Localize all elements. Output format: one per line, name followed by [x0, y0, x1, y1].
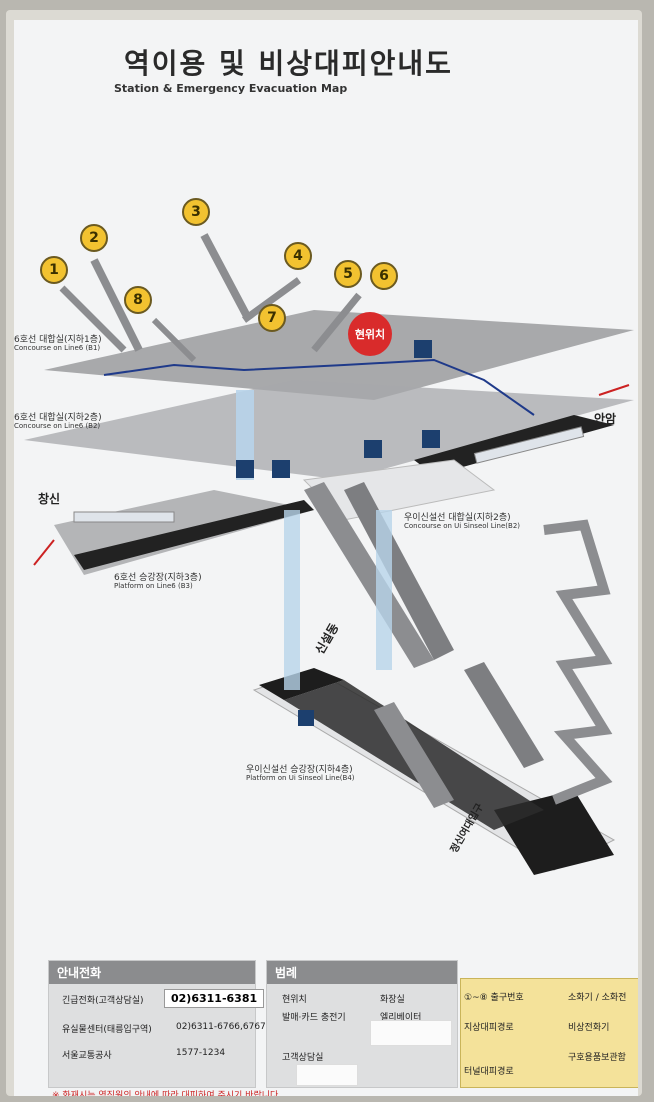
- exit-number-2: 2: [80, 224, 108, 252]
- map-title: 역이용 및 비상대피안내도: [124, 47, 453, 80]
- contact-header: 안내전화: [49, 961, 255, 984]
- direction-changsin: 창신: [38, 492, 61, 506]
- elevator-box-6: [298, 710, 314, 726]
- exit-arrow-left: [33, 539, 55, 566]
- contact-value-1: 02)6311-6381: [164, 989, 265, 1008]
- exit-number-8: 8: [124, 286, 152, 314]
- train-line6: [73, 511, 175, 523]
- exit-8-stair: [151, 317, 197, 363]
- station-diagram: [24, 233, 634, 875]
- exit-1-stair: [59, 285, 127, 353]
- legend-yellow-l1: ①~⑧ 출구번호: [464, 993, 524, 1003]
- exit-number-4: 4: [284, 242, 312, 270]
- label-b3: 6호선 승강장(지하3층): [114, 573, 202, 583]
- escalator-3: [374, 702, 454, 808]
- elevator-box-3: [364, 440, 382, 458]
- elevator-box-1: [236, 460, 254, 478]
- contact-label-2: 유실물센터(태릉입구역): [62, 1025, 152, 1035]
- b3-track: [74, 500, 314, 570]
- legend-yellow-l3: 터널대피경로: [464, 1067, 514, 1077]
- evacuation-map-board: 역이용 및 비상대피안내도 Station & Emergency Evacua…: [14, 20, 638, 1096]
- escalator-2: [344, 482, 454, 660]
- contact-label-3: 서울교통공사: [62, 1051, 112, 1061]
- label-ui-b4: 우이신설선 승강장(지하4층): [246, 765, 353, 775]
- contact-label-1: 긴급전화(고객상담실): [62, 996, 144, 1006]
- legend-blank-2: [370, 1020, 452, 1046]
- label-b1: 6호선 대합실(지하1층): [14, 335, 102, 345]
- legend-yellow-r2: 비상전화기: [568, 1023, 610, 1033]
- b1-floor: [44, 310, 634, 400]
- shaft-2: [376, 510, 392, 670]
- elevator-box-5: [422, 430, 440, 448]
- label-b2-en: Concourse on Line6 (B2): [14, 422, 101, 430]
- legend-header: 범례: [267, 961, 457, 984]
- train-right: [473, 426, 585, 464]
- legend-item-elevator: 엘리베이터: [380, 1013, 422, 1023]
- label-ui-b2-en: Concourse on Ui Sinseol Line(B2): [404, 522, 521, 530]
- exit-number-6: 6: [370, 262, 398, 290]
- exit-number-1: 1: [40, 256, 68, 284]
- escalator-1: [304, 482, 434, 668]
- legend-item-here: 현위치: [282, 995, 307, 1005]
- elevator-shaft: [236, 390, 254, 480]
- label-b1-en: Concourse on Line6 (B1): [14, 344, 101, 352]
- shaft-1: [284, 510, 300, 690]
- legend-item-toilet: 화장실: [380, 995, 405, 1005]
- elevator-box-2: [272, 460, 290, 478]
- exit-number-7: 7: [258, 304, 286, 332]
- fire-notice: ※ 화재시는 역직원의 안내에 따라 대피하여 주시기 바랍니다.: [52, 1091, 282, 1096]
- exit-4-stair: [241, 277, 302, 323]
- legend-yellow-panel: [460, 978, 638, 1088]
- elevator-box-4: [414, 340, 432, 358]
- label-ui-b2: 우이신설선 대합실(지하2층): [404, 513, 511, 523]
- contact-panel: 안내전화: [48, 960, 256, 1088]
- exit-2-stair: [90, 258, 143, 352]
- exit-3-stair: [200, 233, 253, 322]
- legend-yellow-r3: 구호용품보관함: [568, 1053, 626, 1063]
- label-b2: 6호선 대합실(지하2층): [14, 413, 102, 423]
- legend-yellow-l2: 지상대피경로: [464, 1023, 514, 1033]
- legend-yellow-r1: 소화기 / 소화전: [568, 993, 627, 1003]
- exit-number-3: 3: [182, 198, 210, 226]
- contact-value-3: 1577-1234: [176, 1048, 226, 1058]
- evacuation-route: [103, 358, 535, 416]
- label-b3-en: Platform on Line6 (B3): [114, 582, 193, 590]
- direction-anam: 안암: [594, 412, 617, 426]
- legend-blank-1: [296, 1064, 358, 1086]
- map-subtitle: Station & Emergency Evacuation Map: [114, 82, 348, 95]
- ui-track-a: [259, 668, 344, 700]
- exit-number-5: 5: [334, 260, 362, 288]
- escalator-4: [464, 662, 544, 768]
- legend-item-customer: 고객상담실: [282, 1053, 324, 1063]
- current-location-marker: 현위치: [348, 312, 392, 356]
- legend-item-ticket: 발매·카드 충전기: [282, 1013, 346, 1023]
- label-ui-b4-en: Platform on Ui Sinseol Line(B4): [246, 774, 355, 782]
- exit-arrow-right: [598, 384, 630, 396]
- contact-value-2: 02)6311-6766,6767: [176, 1022, 266, 1032]
- b2-floor: [24, 380, 634, 480]
- exit-5-stair: [311, 292, 362, 353]
- right-stairs: [543, 519, 613, 805]
